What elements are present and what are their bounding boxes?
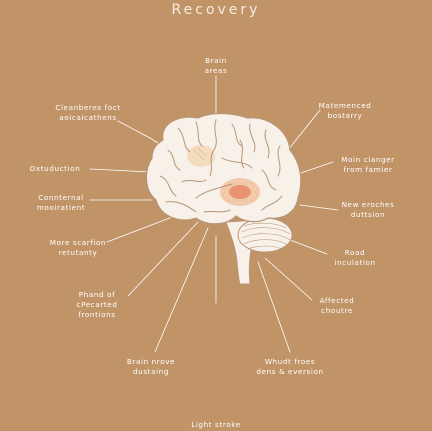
- label-affected: Affected choutre: [319, 296, 355, 315]
- leader-moin-clanger: [294, 161, 334, 176]
- leader-matemenced: [287, 109, 321, 151]
- leader-lines: [89, 75, 339, 353]
- footer-label: Light stroke: [191, 420, 241, 429]
- leader-phand: [127, 221, 199, 297]
- highlight-marks: [193, 147, 207, 161]
- label-matemenced: Matemenced bostarry: [318, 101, 372, 120]
- cerebellum-folds: [241, 222, 291, 250]
- cerebrum-folds: [159, 119, 283, 213]
- leader-affected: [264, 257, 313, 301]
- label-more-scarfion: More scarfion retutanty: [49, 238, 107, 257]
- highlight-small: [187, 145, 215, 167]
- label-oxtuduction: Oxtuduction: [29, 164, 81, 173]
- cerebrum: [145, 112, 302, 225]
- label-brain-areas: Brain areas: [204, 56, 228, 75]
- label-phand: Phand of cPecarted frontions: [76, 290, 118, 319]
- leader-brain-nrove: [154, 227, 209, 353]
- label-connternal: Connternal mooiratient: [36, 193, 86, 212]
- label-brain-nrove: Brain nrove dustaing: [126, 357, 176, 376]
- label-road: Road inculation: [334, 248, 376, 267]
- leader-oxtuduction: [89, 168, 151, 173]
- label-whudt: Whudt froes dens & eversion: [256, 357, 324, 376]
- label-new-eroches: New eroches duttsion: [341, 200, 395, 219]
- leader-more-scarfion: [106, 215, 176, 243]
- leader-road: [284, 237, 328, 255]
- label-cleanberes: Cleanberes foct aoicaicathens: [55, 103, 121, 122]
- highlight-inner: [229, 185, 251, 199]
- leader-whudt: [257, 261, 291, 353]
- page-title: Recovery: [171, 2, 261, 18]
- label-moin-clanger: Moin clanger from famier: [341, 155, 395, 174]
- leader-new-eroches: [299, 204, 339, 211]
